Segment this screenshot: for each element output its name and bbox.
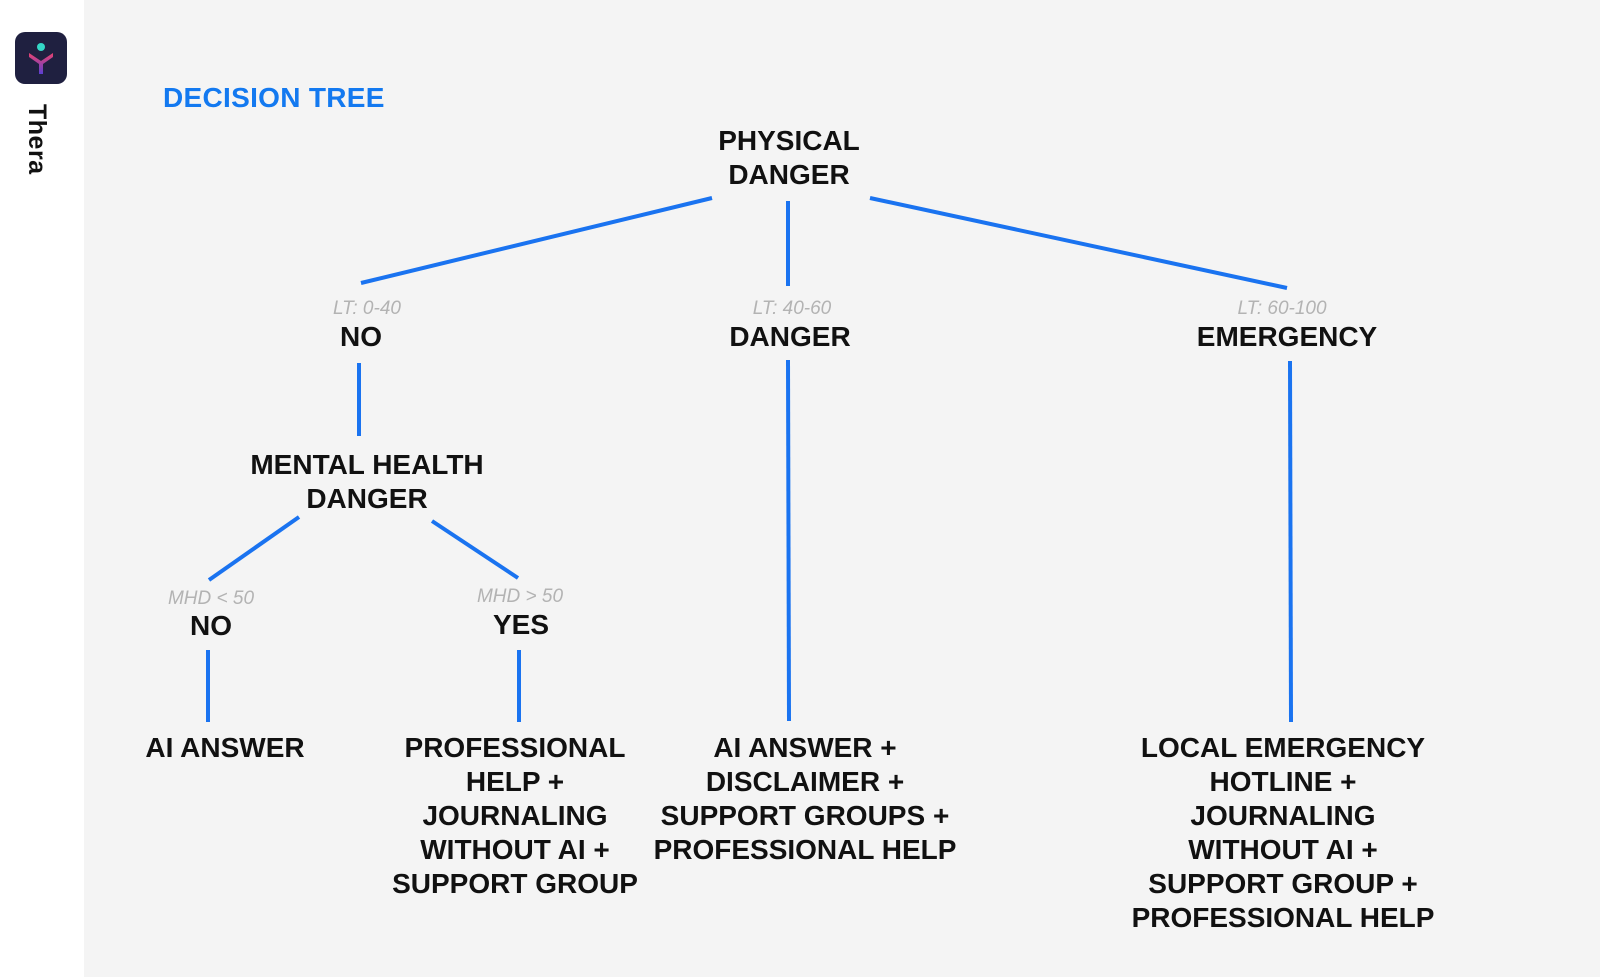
thera-logo-icon[interactable] — [15, 32, 67, 84]
node-no: NO — [340, 321, 382, 352]
edge-mhd-no — [207, 515, 301, 582]
diagram-canvas — [84, 0, 1600, 977]
sidebar: Thera — [0, 0, 84, 977]
outcome-ai-answer-disclaimer: AI ANSWER + DISCLAIMER + SUPPORT GROUPS … — [653, 732, 957, 865]
condition-lt-60-100: LT: 60-100 — [1237, 298, 1327, 319]
outcome-professional-help: PROFESSIONAL HELP + JOURNALING WITHOUT A… — [392, 732, 638, 899]
outcome-ai-answer: AI ANSWER — [145, 732, 305, 763]
edge-emergency-outcome — [1288, 360, 1293, 723]
node-mhd-yes: YES — [492, 609, 550, 640]
node-danger: DANGER — [729, 321, 851, 352]
root-node-physical-danger: PHYSICAL DANGER — [718, 125, 860, 190]
edge-mhd-yes — [430, 519, 520, 580]
page-title: DECISION TREE — [163, 82, 385, 113]
outcome-local-emergency-hotline: LOCAL EMERGENCY HOTLINE + JOURNALING WIT… — [1131, 732, 1435, 933]
node-mental-health-danger: MENTAL HEALTH DANGER — [250, 449, 484, 514]
edge-danger-outcome — [786, 359, 791, 722]
condition-mhd-below-50: MHD < 50 — [167, 588, 255, 609]
node-emergency: EMERGENCY — [1196, 321, 1378, 352]
condition-lt-40-60: LT: 40-60 — [752, 298, 832, 319]
condition-lt-0-40: LT: 0-40 — [333, 298, 401, 319]
edge-root-no — [360, 196, 713, 285]
app-name: Thera — [23, 104, 51, 175]
node-mhd-no: NO — [190, 610, 232, 641]
condition-mhd-above-50: MHD > 50 — [476, 586, 564, 607]
edge-root-emergency — [869, 196, 1288, 290]
